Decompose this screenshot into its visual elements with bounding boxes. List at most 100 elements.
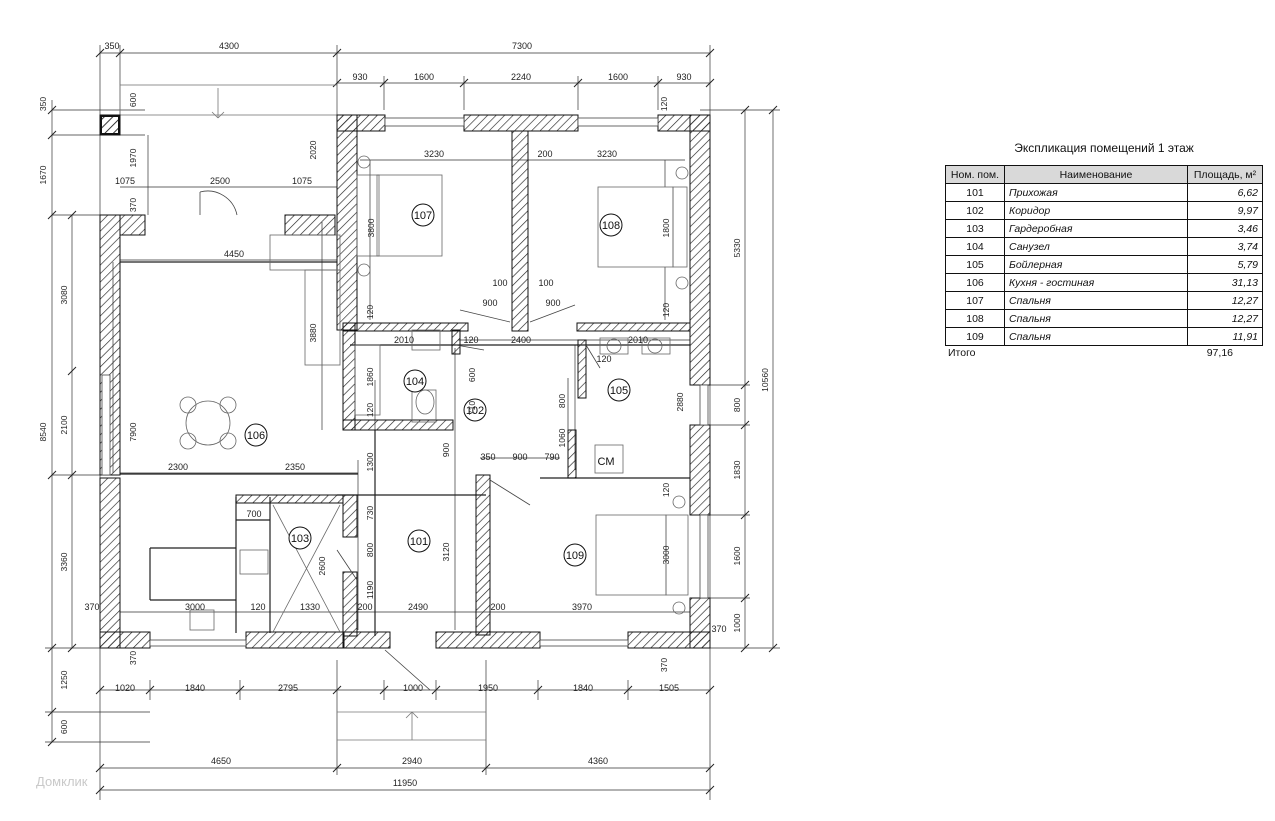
dim-interior-v: 800 <box>365 543 375 557</box>
room-number-cell: 101 <box>945 183 1005 202</box>
room-104-label: 104 <box>406 376 424 388</box>
table-header-row: Ном. пом. Наименование Площадь, м² <box>945 165 1263 184</box>
dim-bottom-2: 4650 <box>211 756 231 766</box>
chimney <box>100 115 120 135</box>
dim-bottom: 1950 <box>478 683 498 693</box>
floor-plan: 101 102 103 104 105 106 107 108 109 СМ 3… <box>38 41 780 800</box>
dim-top-inner: 930 <box>676 72 691 82</box>
room-labels: 101 102 103 104 105 106 107 108 109 СМ <box>244 203 631 567</box>
dim-left: 600 <box>59 720 69 734</box>
dim-interior-v: 120 <box>365 305 375 319</box>
dim-interior-v: 3880 <box>308 323 318 342</box>
dim-interior: 3230 <box>424 149 444 159</box>
dim-left: 2100 <box>59 415 69 434</box>
dim-bottom: 1505 <box>659 683 679 693</box>
dim-right: 10560 <box>760 368 770 392</box>
room-105-label: 105 <box>610 385 628 397</box>
room-circle-109 <box>563 543 587 567</box>
dim-left: 3080 <box>59 285 69 304</box>
total-label: Итого <box>948 347 976 359</box>
room-circle-101 <box>407 529 431 553</box>
dim-interior-v: 370 <box>128 198 138 212</box>
dim-left: 1250 <box>59 670 69 689</box>
dim-left: 350 <box>38 97 48 111</box>
dim-bottom: 1000 <box>403 683 423 693</box>
room-107-label: 107 <box>414 210 432 222</box>
room-106-label: 106 <box>247 430 265 442</box>
dim-interior: 2300 <box>168 462 188 472</box>
dim-right: 1000 <box>732 613 742 632</box>
dim-interior: 2350 <box>285 462 305 472</box>
room-area-cell: 3,46 <box>1187 219 1263 238</box>
room-area-cell: 31,13 <box>1187 273 1263 292</box>
dim-top: 7300 <box>512 41 532 51</box>
dim-interior: 1075 <box>115 176 135 186</box>
dim-bottom-total: 11950 <box>393 778 417 788</box>
dim-interior: 200 <box>357 602 372 612</box>
dim-interior-v: 1190 <box>365 581 375 600</box>
dim-interior: 1075 <box>292 176 312 186</box>
dim-interior: 900 <box>482 298 497 308</box>
dim-interior: 2500 <box>210 176 230 186</box>
room-101-label: 101 <box>410 536 428 548</box>
room-circle-108 <box>599 213 623 237</box>
dim-interior-v: 3000 <box>661 545 671 564</box>
windows <box>101 117 709 647</box>
terrace-outline <box>119 84 486 741</box>
dim-interior: 790 <box>544 452 559 462</box>
dim-interior-v: 3800 <box>366 218 376 237</box>
dim-interior: 2490 <box>408 602 428 612</box>
dim-interior-v: 1300 <box>365 452 375 471</box>
room-number-cell: 103 <box>945 219 1005 238</box>
dim-interior: 370 <box>711 624 726 634</box>
dim-left: 8540 <box>38 422 48 441</box>
dim-interior-v: 800 <box>557 394 567 408</box>
room-area-cell: 11,91 <box>1187 327 1263 346</box>
room-name-cell: Спальня <box>1004 291 1188 310</box>
room-name-cell: Спальня <box>1004 327 1188 346</box>
dim-interior: 3000 <box>185 602 205 612</box>
dim-right: 800 <box>732 398 742 412</box>
dim-bottom-2: 4360 <box>588 756 608 766</box>
dim-interior: 100 <box>492 278 507 288</box>
room-number-cell: 106 <box>945 273 1005 292</box>
room-area-cell: 6,62 <box>1187 183 1263 202</box>
header-room-number: Ном. пом. <box>945 165 1005 184</box>
room-number-cell: 104 <box>945 237 1005 256</box>
dim-bottom: 2795 <box>278 683 298 693</box>
dim-interior: 100 <box>538 278 553 288</box>
room-area-cell: 12,27 <box>1187 291 1263 310</box>
vertical-dimension-labels: 350 1670 3080 8540 2100 3360 1250 600 53… <box>38 93 770 734</box>
room-schedule: Экспликация помещений 1 этаж Ном. пом. Н… <box>945 141 1263 359</box>
room-schedule-total: Итого 97,16 <box>945 346 1263 359</box>
dim-top: 4300 <box>219 41 239 51</box>
dim-top-inner: 930 <box>352 72 367 82</box>
dim-right: 1600 <box>732 546 742 565</box>
dim-interior-v: 2600 <box>317 556 327 575</box>
dim-interior: 370 <box>84 602 99 612</box>
walls-hatched <box>99 114 711 649</box>
dim-interior: 900 <box>512 452 527 462</box>
room-name-cell: Прихожая <box>1004 183 1188 202</box>
dim-right: 5330 <box>732 238 742 257</box>
room-number-cell: 105 <box>945 255 1005 274</box>
dim-interior-v: 370 <box>128 651 138 665</box>
room-name-cell: Бойлерная <box>1004 255 1188 274</box>
dim-right: 1830 <box>732 460 742 479</box>
room-area-cell: 9,97 <box>1187 201 1263 220</box>
room-109-label: 109 <box>566 550 584 562</box>
dim-interior-v: 120 <box>365 403 375 417</box>
dim-interior: 120 <box>250 602 265 612</box>
dim-interior-v: 600 <box>128 93 138 107</box>
dim-interior: 350 <box>480 452 495 462</box>
dim-interior: 200 <box>490 602 505 612</box>
dim-interior-v: 2880 <box>675 392 685 411</box>
doors <box>199 190 601 691</box>
